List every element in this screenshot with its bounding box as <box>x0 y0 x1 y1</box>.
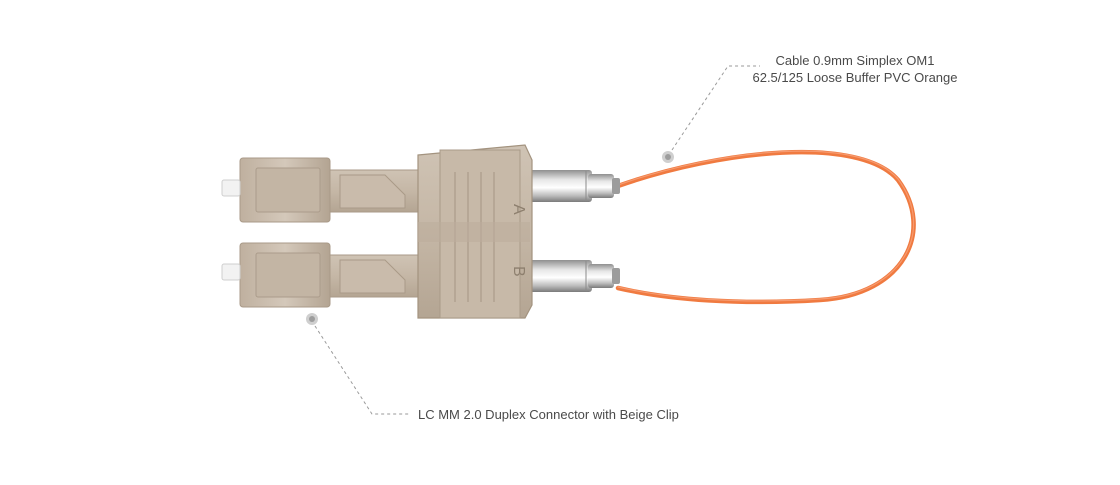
duplex-beige-clip <box>417 144 533 319</box>
cable-callout-leader <box>662 65 760 163</box>
marking-b: B <box>510 266 527 277</box>
lc-connector-top <box>221 157 421 223</box>
cable-callout-line1: Cable 0.9mm Simplex OM1 <box>775 53 935 68</box>
marking-a: A <box>510 204 527 215</box>
lc-connector-bottom <box>221 242 421 308</box>
metal-boot-top <box>528 170 620 202</box>
fiber-cable-highlight <box>617 150 915 302</box>
metal-boot-bottom <box>528 260 620 292</box>
connector-callout-label: LC MM 2.0 Duplex Connector with Beige Cl… <box>418 407 679 422</box>
connector-callout-leader <box>306 313 410 415</box>
cable-callout-label: Cable 0.9mm Simplex OM1 62.5/125 Loose B… <box>740 52 970 86</box>
fiber-cable-loop <box>615 149 916 305</box>
cable-callout-line2: 62.5/125 Loose Buffer PVC Orange <box>752 70 958 85</box>
